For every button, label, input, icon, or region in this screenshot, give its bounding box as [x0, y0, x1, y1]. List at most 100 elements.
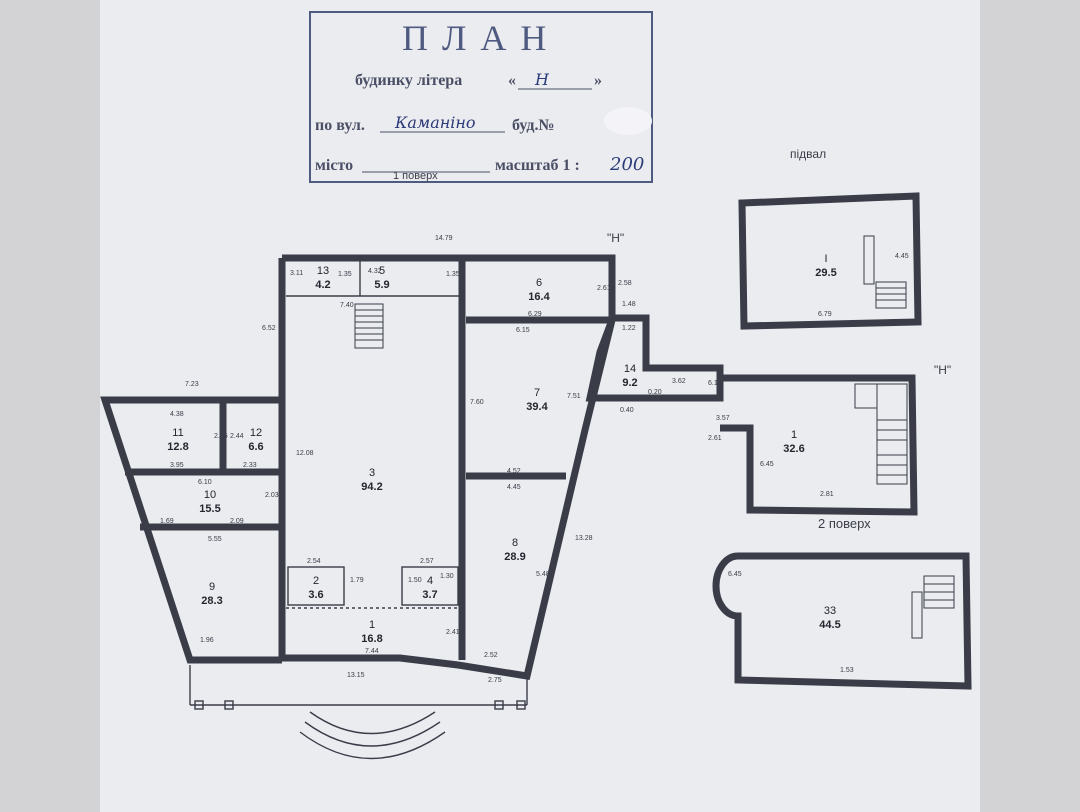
second-floor-plan: 2 поверх 33 44.5 6.45 1.53	[712, 516, 972, 690]
dimension: 1.69	[160, 518, 174, 525]
dimension: 6.52	[262, 325, 276, 332]
dimension: 1.96	[200, 637, 214, 644]
room-number: 12	[250, 427, 262, 439]
dimension: 7.40	[340, 302, 354, 309]
stairs	[354, 303, 384, 349]
dimension: 1.35	[446, 271, 460, 278]
dimension: 3.57	[716, 415, 730, 422]
room-number: 8	[512, 537, 518, 549]
dimension: 6.29	[528, 311, 542, 318]
dimension: 2.57	[420, 558, 434, 565]
room-number: 1	[369, 619, 375, 631]
dimension: 2.44	[230, 433, 244, 440]
stamp-letter-value: Н	[534, 70, 550, 89]
redaction-blot	[604, 107, 652, 135]
dimension: 7.23	[185, 381, 199, 388]
dimension: 6.45	[760, 461, 774, 468]
stamp-scale-label: масштаб 1 :	[495, 157, 580, 174]
dimension: 6.15	[516, 327, 530, 334]
room-area: 9.2	[622, 377, 637, 389]
dimension: 2.33	[243, 462, 257, 469]
stairs	[863, 235, 907, 309]
second-floor-wall	[712, 552, 972, 690]
dimension: 4.32	[368, 268, 382, 275]
stamp-scale-value: 200	[609, 154, 644, 175]
room-area: 3.6	[308, 589, 323, 601]
dimension: 6.45	[728, 571, 742, 578]
basement-wall	[738, 192, 922, 330]
dimension: 2.81	[820, 491, 834, 498]
dimension: 1.50	[408, 577, 422, 584]
stamp-street-prefix: по вул.	[315, 117, 365, 134]
plan-sheet	[100, 0, 980, 812]
dimension: 2.61	[708, 435, 722, 442]
dimension: 4.45	[895, 253, 909, 260]
dimension: 3.11	[290, 270, 303, 277]
title-stamp: ПЛАН будинку літера « Н » по вул. Камані…	[309, 11, 653, 183]
room-number: 1	[791, 429, 797, 441]
stairs	[854, 383, 908, 485]
stamp-frame	[309, 11, 653, 183]
basement-label: підвал	[790, 147, 826, 161]
letter-marker: "Н"	[934, 363, 951, 377]
dimension: 5.55	[208, 536, 222, 543]
room-area: 28.3	[201, 595, 222, 607]
stamp-street-value: Каманіно	[394, 113, 476, 132]
dimension: 4.45	[507, 484, 521, 491]
room-area: 5.9	[374, 279, 389, 291]
room-number: 33	[824, 605, 836, 617]
room-number: 2	[313, 575, 319, 587]
room-number: 9	[209, 581, 215, 593]
room-area: 29.5	[815, 267, 836, 279]
svg-text:«: «	[508, 72, 516, 89]
room-area: 16.4	[528, 291, 550, 303]
dimension: 4.38	[170, 411, 184, 418]
dimension: 7.51	[567, 393, 581, 400]
room-number: 7	[534, 387, 540, 399]
room-area: 28.9	[504, 551, 525, 563]
stamp-bud-label: буд.№	[512, 117, 555, 134]
room-number: 10	[204, 489, 216, 501]
upper-block-wall	[720, 374, 918, 516]
dimension: 6.19	[708, 380, 722, 387]
dimension: 2.75	[488, 677, 502, 684]
dimension: 2.03	[265, 492, 279, 499]
room-number: 11	[172, 427, 183, 439]
dimension: 2.52	[484, 652, 498, 659]
dimension: 2.58	[618, 280, 632, 287]
room-area: 44.5	[819, 619, 840, 631]
dimension: 2.61	[597, 285, 611, 292]
room-4-box	[401, 566, 459, 606]
room-number: 5	[379, 265, 385, 277]
stamp-title: ПЛАН	[402, 18, 560, 58]
stamp-city-label: місто	[315, 157, 353, 174]
room-area: 15.5	[199, 503, 220, 515]
room-number: 4	[427, 575, 433, 587]
dimension: 3.62	[672, 378, 686, 385]
upper-block-plan: "Н" 1 32.6 6.45 3.57 2.61 2.81	[708, 363, 951, 516]
room-area: 4.2	[315, 279, 330, 291]
dimension: 2.54	[307, 558, 321, 565]
dimension: 7.44	[365, 648, 379, 655]
dimension: 5.48	[536, 571, 550, 578]
dimension: 14.79	[435, 235, 453, 242]
dimension: 0.40	[620, 407, 634, 414]
dimension: 0.20	[648, 389, 662, 396]
room-number: 13	[317, 265, 329, 277]
room-number: 14	[624, 363, 636, 375]
basement-plan: підвал I 29.5 6.79 4.45	[738, 147, 922, 330]
second-floor-label: 2 поверх	[818, 516, 871, 531]
dimension: 1.79	[350, 577, 364, 584]
room-area: 6.6	[248, 441, 263, 453]
dimension: 2.55	[214, 433, 228, 440]
dimension: 6.79	[818, 311, 832, 318]
stamp-floor-label: 1 поверх	[393, 170, 438, 182]
room-number: 3	[369, 467, 375, 479]
room-area: 94.2	[361, 481, 382, 493]
room-area: 3.7	[422, 589, 437, 601]
dimension: 2.09	[230, 518, 244, 525]
room-area: 12.8	[167, 441, 188, 453]
room-area: 16.8	[361, 633, 382, 645]
dimension: 6.10	[198, 479, 212, 486]
